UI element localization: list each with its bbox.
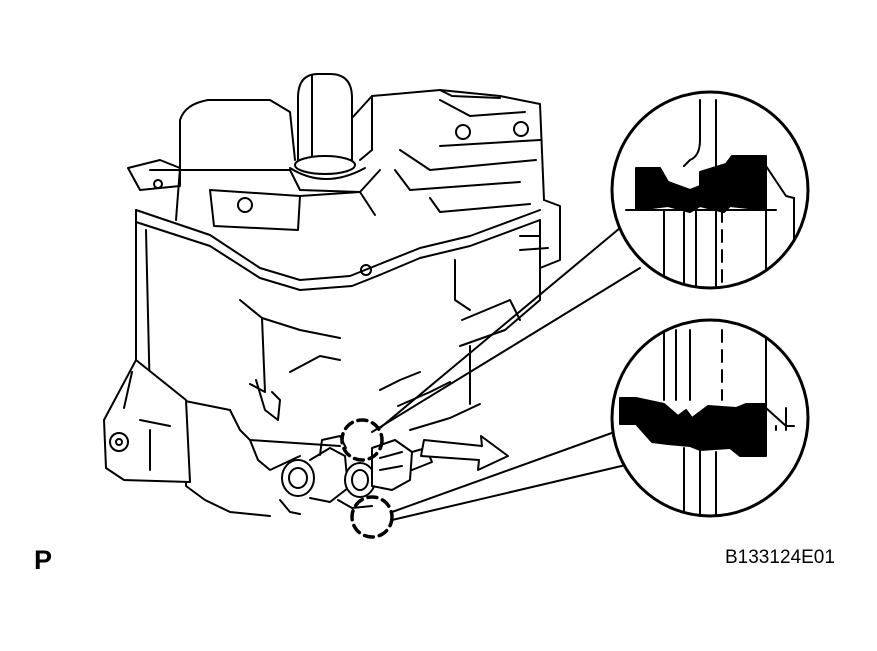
filler-neck-pipe xyxy=(289,73,366,180)
figure-code: B133124E01 xyxy=(725,547,835,568)
magnifier-circle-icon xyxy=(610,318,810,518)
mounting-bracket xyxy=(103,359,191,483)
tank-main-body xyxy=(135,167,561,517)
dashed-circle-icon xyxy=(340,418,394,539)
tank-upper-housing xyxy=(127,89,545,231)
corner-letter: P xyxy=(34,545,53,575)
callout-leader-lines xyxy=(371,227,641,521)
arrow-right-icon xyxy=(420,435,509,471)
magnifier-circle-icon xyxy=(610,90,810,290)
